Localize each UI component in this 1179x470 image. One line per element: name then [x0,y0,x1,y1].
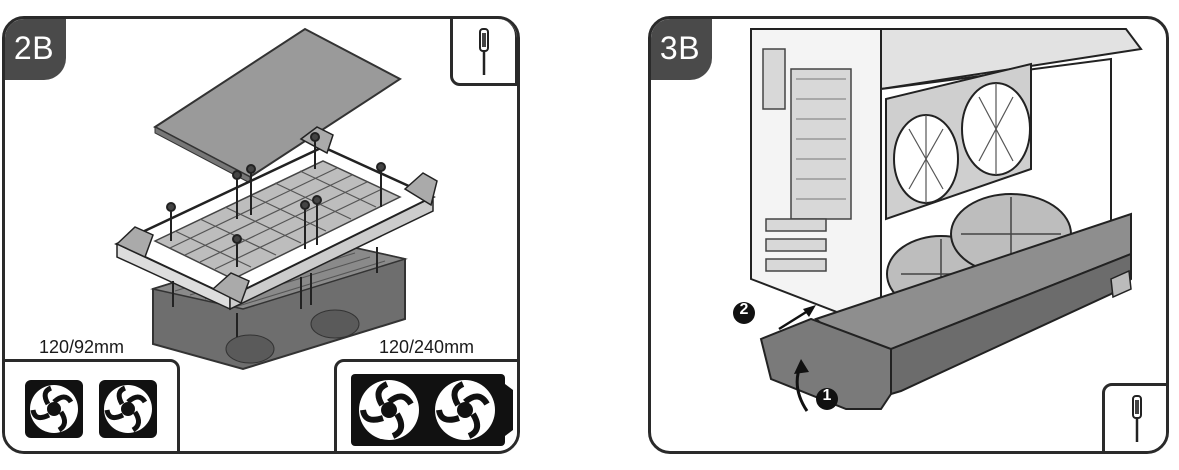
step-badge-2b: 2B [5,19,66,80]
large-fans-box [334,359,517,451]
radiator-exploded-illustration [114,27,438,371]
fan-icon [351,374,513,446]
tool-box-2b [450,19,517,86]
screwdriver-icon [1132,395,1142,442]
callout-2: 2 [739,301,749,318]
fan-size-label-large: 120/240mm [379,337,475,357]
screwdriver-icon [479,28,489,75]
case-installation-illustration [733,28,1143,412]
callout-1: 1 [822,387,832,404]
step-badge-3b: 3B [651,19,712,80]
tool-box-3b [1102,383,1166,451]
step-3b-panel: 3B [648,16,1169,454]
fan-icon [25,380,157,438]
fan-size-label-small: 120/92mm [39,337,125,357]
step-2b-panel: 2B [2,16,520,454]
small-fans-box [5,359,180,451]
